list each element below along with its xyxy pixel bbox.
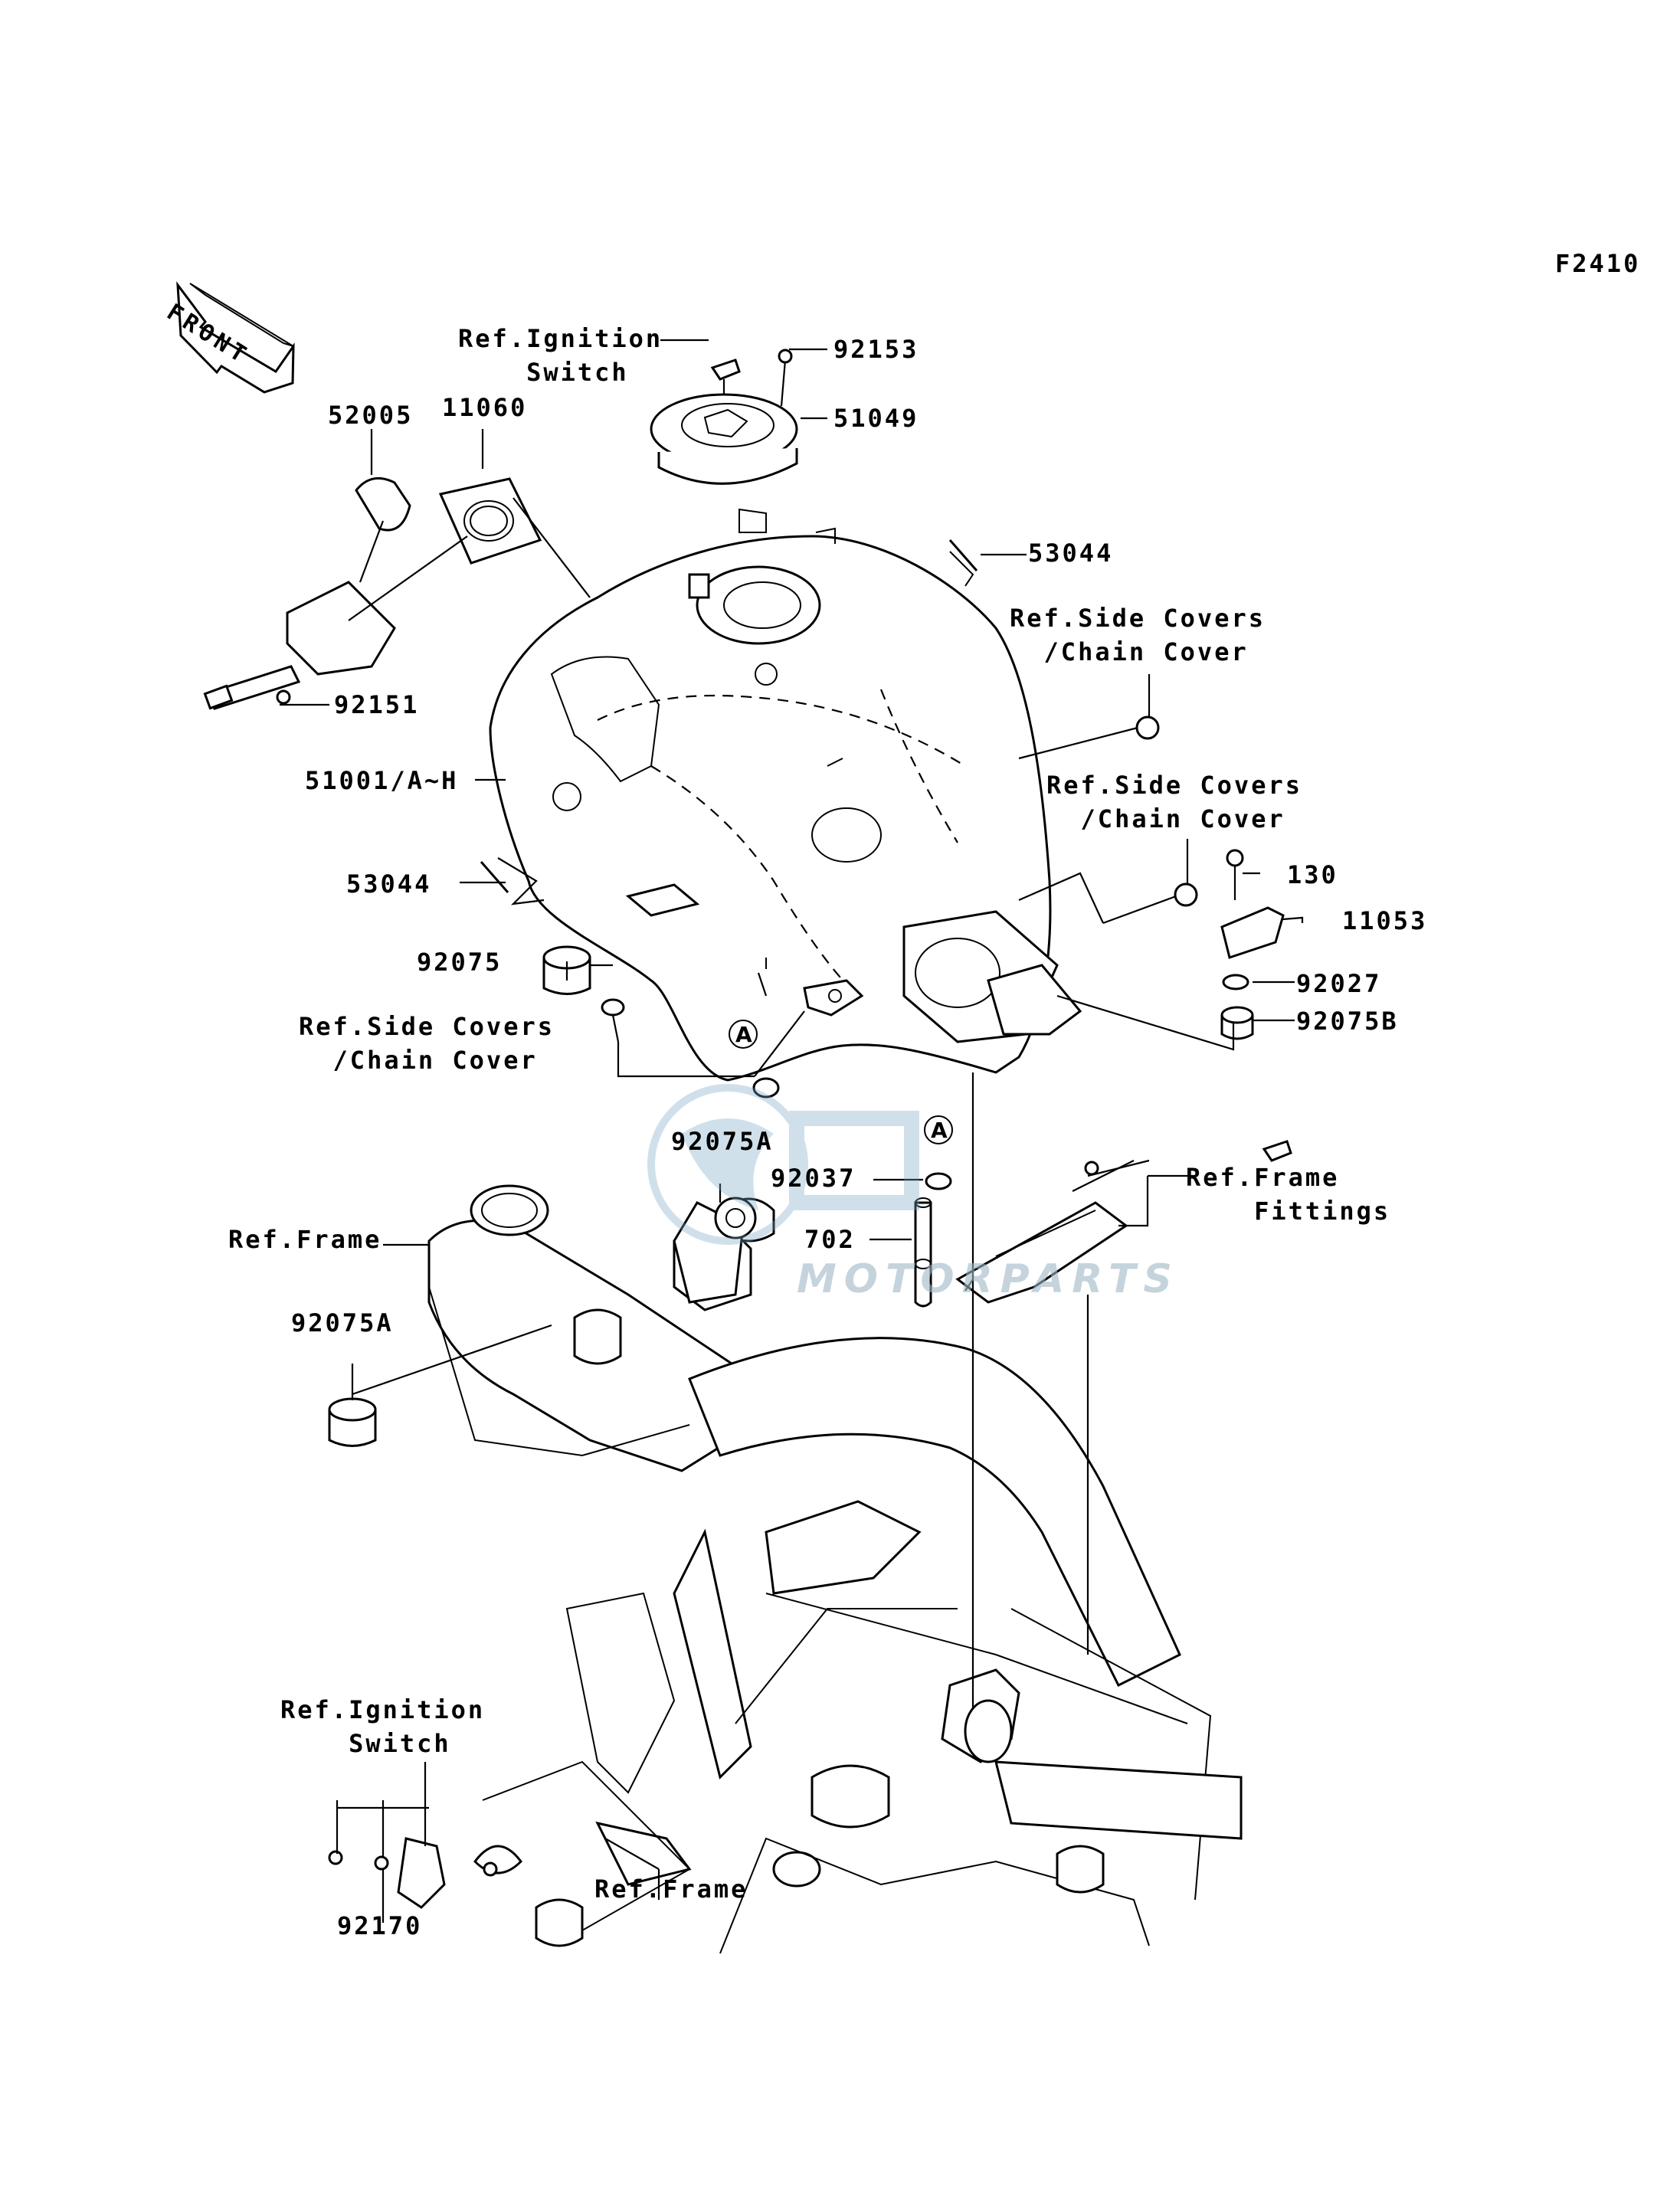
front-arrow-icon — [176, 281, 295, 394]
svg-text:A: A — [931, 1118, 948, 1143]
svg-text:A: A — [735, 1022, 752, 1047]
label-92027: 92027 — [1296, 969, 1382, 998]
label-92075A-top: 92075A — [671, 1127, 774, 1156]
hose-702 — [914, 1172, 952, 1308]
label-ref-side-covers-1: Ref.Side Covers /Chain Cover — [1010, 604, 1266, 666]
label-92037: 92037 — [771, 1164, 856, 1193]
label-92075A-left: 92075A — [291, 1308, 394, 1338]
label-ref-frame-fittings: Ref.Frame Fittings — [1186, 1163, 1391, 1226]
label-92151: 92151 — [334, 690, 420, 719]
damper-92075A-top — [673, 1197, 757, 1304]
watermark-logo-icon — [647, 1084, 919, 1245]
label-ref-side-covers-2: Ref.Side Covers /Chain Cover — [1046, 771, 1302, 833]
ignition-switch-bottom — [328, 1823, 498, 1909]
label-51049: 51049 — [833, 404, 919, 433]
reference-marker-a-2: A — [924, 1115, 953, 1144]
label-11060: 11060 — [442, 393, 528, 422]
label-702: 702 — [804, 1225, 856, 1254]
label-130: 130 — [1287, 860, 1338, 889]
leader-lines — [280, 339, 1304, 1923]
fuel-tank-51001 — [489, 508, 1082, 1082]
label-ref-side-covers-3: Ref.Side Covers /Chain Cover — [299, 1012, 555, 1075]
reference-marker-a-1: A — [729, 1020, 758, 1049]
watermark-text: MOTORPARTS — [797, 1256, 1180, 1302]
label-ref-ignition-switch-bottom: Ref.Ignition Switch — [280, 1695, 486, 1758]
label-53044-top: 53044 — [1028, 539, 1114, 568]
fuel-cap-51049 — [650, 349, 798, 485]
gasket-11060 — [438, 477, 542, 565]
damper-92075 — [542, 945, 780, 1098]
label-92075: 92075 — [417, 948, 503, 977]
label-ref-frame-1: Ref.Frame — [228, 1225, 382, 1254]
label-ref-frame-2: Ref.Frame — [594, 1874, 748, 1904]
label-92170: 92170 — [337, 1911, 423, 1940]
label-11053: 11053 — [1342, 906, 1428, 935]
label-52005: 52005 — [328, 401, 414, 430]
label-ref-ignition-switch-top: Ref.Ignition Switch — [458, 324, 663, 387]
label-92075B: 92075B — [1296, 1007, 1399, 1036]
label-53044-left: 53044 — [346, 869, 432, 899]
figure-code: F2410 — [1555, 249, 1641, 278]
label-92153: 92153 — [833, 335, 919, 364]
damper-92075A-left — [328, 1397, 377, 1447]
label-51001: 51001/A~H — [305, 766, 459, 795]
frame-fittings-bracket — [955, 1161, 1128, 1304]
fuel-sender-assembly — [203, 476, 411, 710]
fittings-right — [1135, 715, 1292, 1162]
